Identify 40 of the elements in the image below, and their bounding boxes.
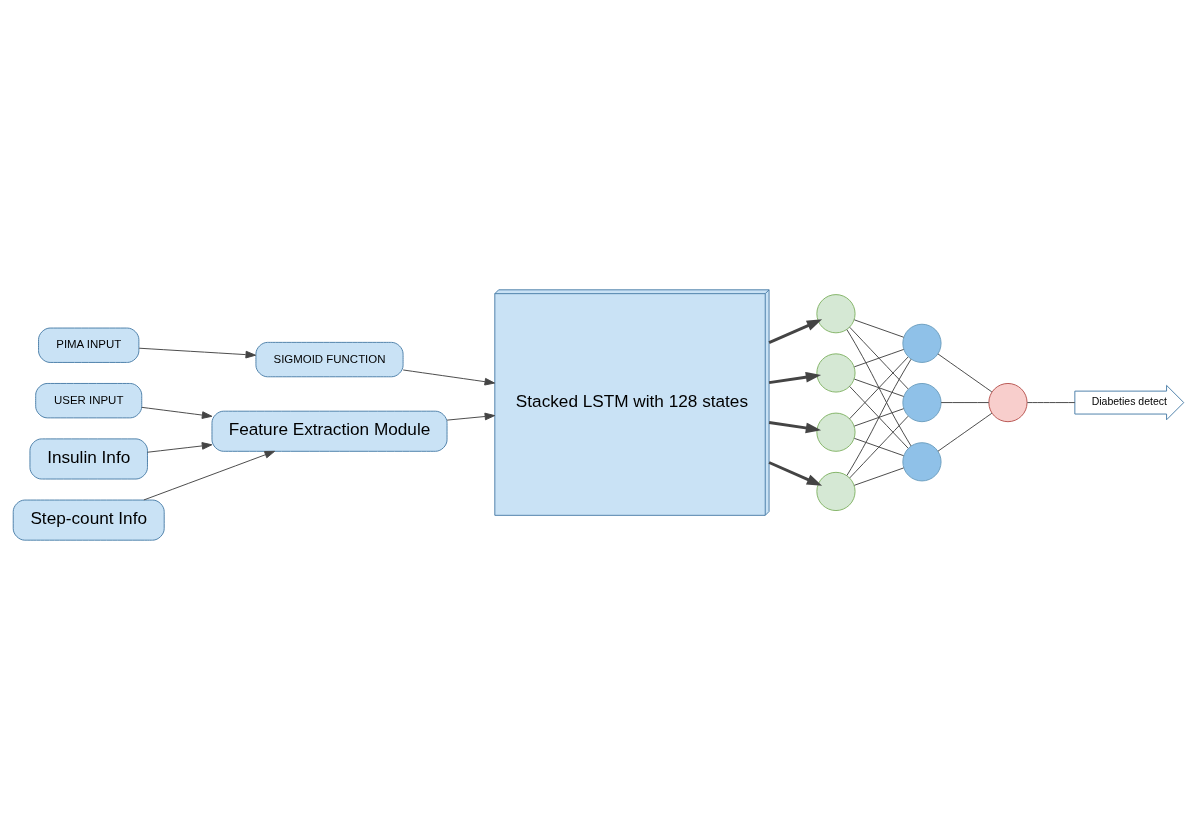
connector	[853, 407, 905, 427]
connector	[853, 318, 905, 338]
arrow	[768, 318, 823, 344]
node-circle	[902, 382, 942, 422]
arrow	[141, 406, 213, 419]
node-box: SIGMOID FUNCTION	[255, 341, 404, 377]
connector	[853, 466, 905, 486]
arrow	[402, 369, 496, 385]
connector	[853, 348, 905, 367]
arrow	[446, 412, 496, 421]
node-box: Insulin Info	[29, 437, 148, 479]
connector	[846, 358, 912, 476]
connector	[849, 415, 909, 478]
node-box: Step-count Info	[12, 499, 165, 541]
node-circle	[816, 471, 856, 511]
connector	[849, 355, 909, 419]
connector	[940, 401, 990, 403]
node-circle	[988, 382, 1028, 422]
arrow	[768, 371, 822, 384]
connector	[849, 326, 909, 389]
arrow	[768, 460, 823, 486]
node-box: PIMA INPUT	[38, 327, 140, 363]
connector	[849, 385, 909, 449]
node-circle	[902, 441, 942, 481]
node-circle	[816, 352, 856, 393]
node-box: Feature Extraction Module	[211, 410, 448, 452]
node-circle	[816, 412, 856, 452]
node-circle	[902, 323, 942, 363]
node-circle	[816, 293, 856, 333]
arrow	[143, 450, 276, 500]
connector	[937, 352, 993, 392]
connector	[937, 412, 993, 452]
node-box: USER INPUT	[35, 382, 143, 418]
arrow	[138, 347, 256, 358]
arrow	[147, 441, 213, 453]
connector	[1026, 401, 1076, 403]
connector	[853, 437, 905, 456]
connector	[853, 378, 905, 397]
connector	[846, 328, 912, 446]
arrow	[768, 420, 822, 433]
